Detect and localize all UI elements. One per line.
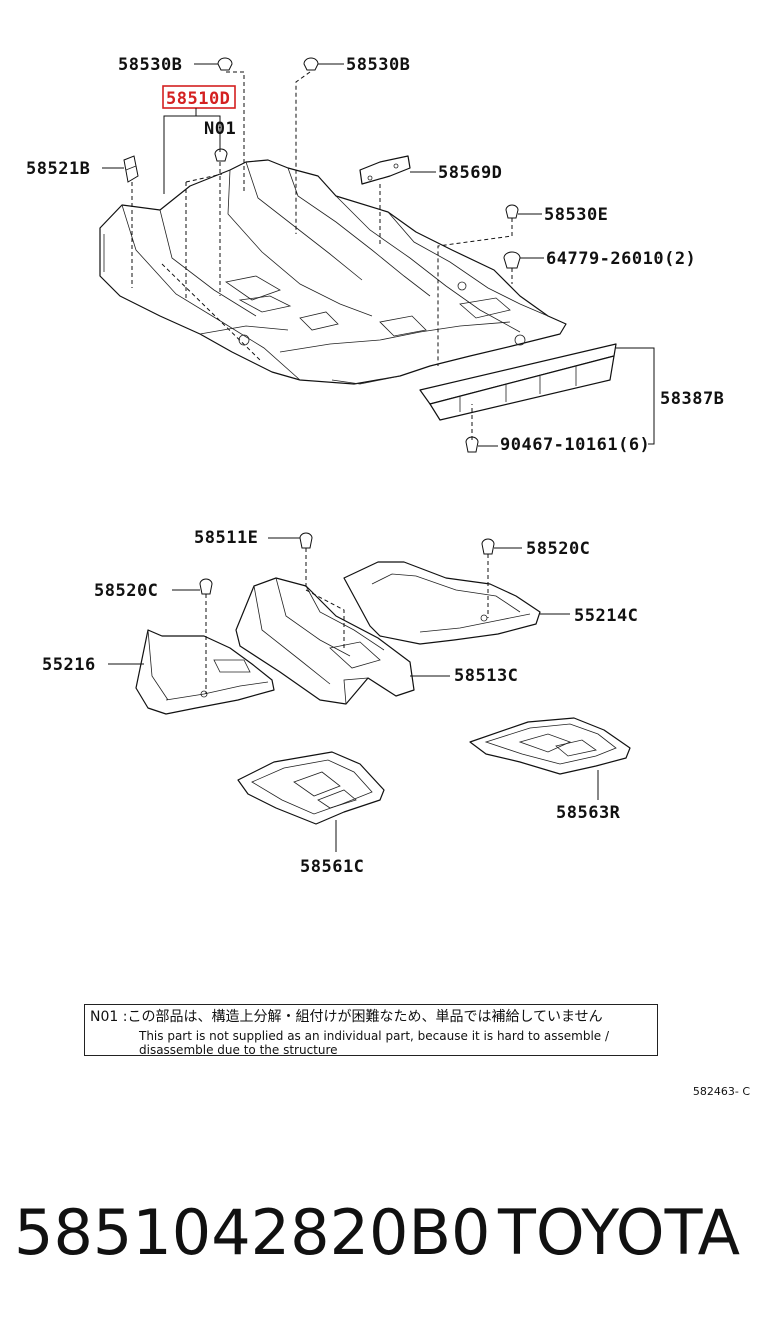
callout-90467: 90467-10161(6) [500,435,650,455]
illustration-id: 582463- C [692,1085,750,1098]
callout-58530b-left: 58530B [118,55,182,75]
callout-n01: N01 [204,119,236,139]
callout-58513c: 58513C [454,666,518,686]
callout-58521b: 58521B [26,159,90,179]
note-english-line2: disassemble due to the structure [139,1043,338,1057]
callout-58387b: 58387B [660,389,724,409]
tray-58563r [469,717,631,775]
note-english-line1: This part is not supplied as an individu… [139,1029,610,1043]
callout-64779: 64779-26010(2) [546,249,696,269]
clip-58530e [505,204,519,219]
floor-carpet-assembly [99,159,567,385]
callout-58563r: 58563R [556,803,621,823]
clip-n01 [214,148,228,162]
bracket-58569d [359,155,411,185]
clip-58521b [123,155,139,183]
callout-58520c-right: 58520C [526,539,590,559]
rear-mat-55214c [343,561,541,645]
clip-64779 [503,251,521,269]
clip-58520c-right [481,538,495,555]
note-japanese: N01 :この部品は、構造上分解・組付けが困難なため、単品では補給していません [90,1009,603,1025]
clip-58530b-right [303,57,319,71]
driver-mat-55216 [135,629,275,715]
callout-58520c-left: 58520C [94,581,158,601]
footer-brand: TOYOTA [498,1196,741,1269]
clip-58520c-left [199,578,213,595]
clip-58530b-left [217,57,233,71]
sill-strip-58387b [419,343,617,421]
clip-58511e [299,532,313,549]
console-pad-58513c [235,577,415,705]
callout-55216: 55216 [42,655,96,675]
highlight-box-58510d [162,85,236,109]
callout-58530e: 58530E [544,205,608,225]
clip-90467 [465,436,479,453]
callout-58561c: 58561C [300,857,364,877]
callout-58511e: 58511E [194,528,258,548]
callout-58569d: 58569D [438,163,502,183]
n01-note-box: N01 :この部品は、構造上分解・組付けが困難なため、単品では補給していません … [84,1004,658,1057]
callout-55214c: 55214C [574,606,638,626]
callout-58530b-right: 58530B [346,55,410,75]
callout-58510d: 58510D [166,89,230,109]
footer-part-number: 5851042820B0 [14,1196,491,1269]
tray-58561c [237,751,385,825]
